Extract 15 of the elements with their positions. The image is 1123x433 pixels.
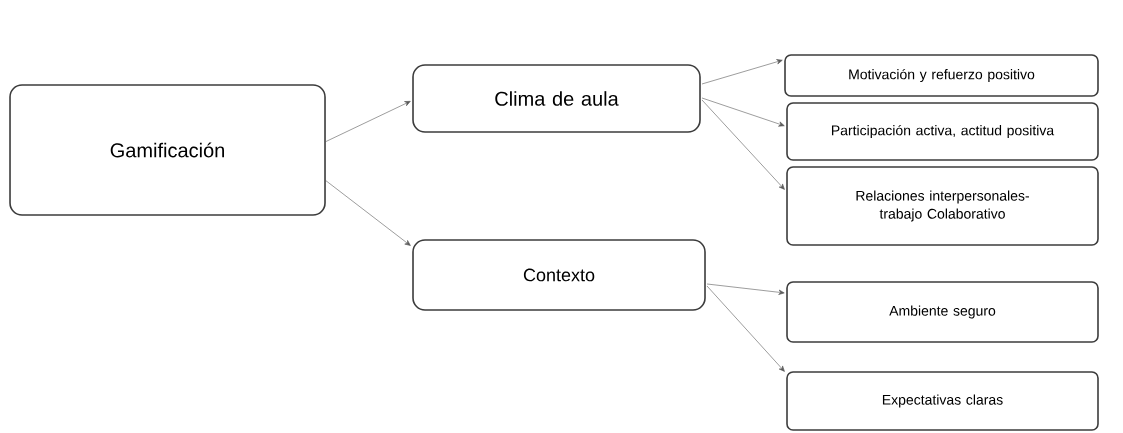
topic-box: Gamificación: [9, 84, 326, 216]
arrow: [701, 99, 785, 190]
item-box: Relaciones interpersonales- trabajo Colaborativo: [786, 166, 1099, 246]
arrow: [706, 285, 785, 372]
arrow: [324, 101, 411, 143]
arrow: [701, 97, 785, 127]
category-box: Contexto: [412, 239, 706, 311]
arrow: [706, 283, 785, 295]
item-box: Participación activa, actitud positiva: [786, 102, 1099, 161]
category-box: Clima de aula: [412, 64, 701, 133]
arrow: [324, 179, 411, 246]
arrow: [701, 59, 783, 85]
item-box: Motivación y refuerzo positivo: [784, 54, 1099, 97]
item-box: Expectativas claras: [786, 371, 1099, 431]
item-box: Ambiente seguro: [786, 281, 1099, 343]
